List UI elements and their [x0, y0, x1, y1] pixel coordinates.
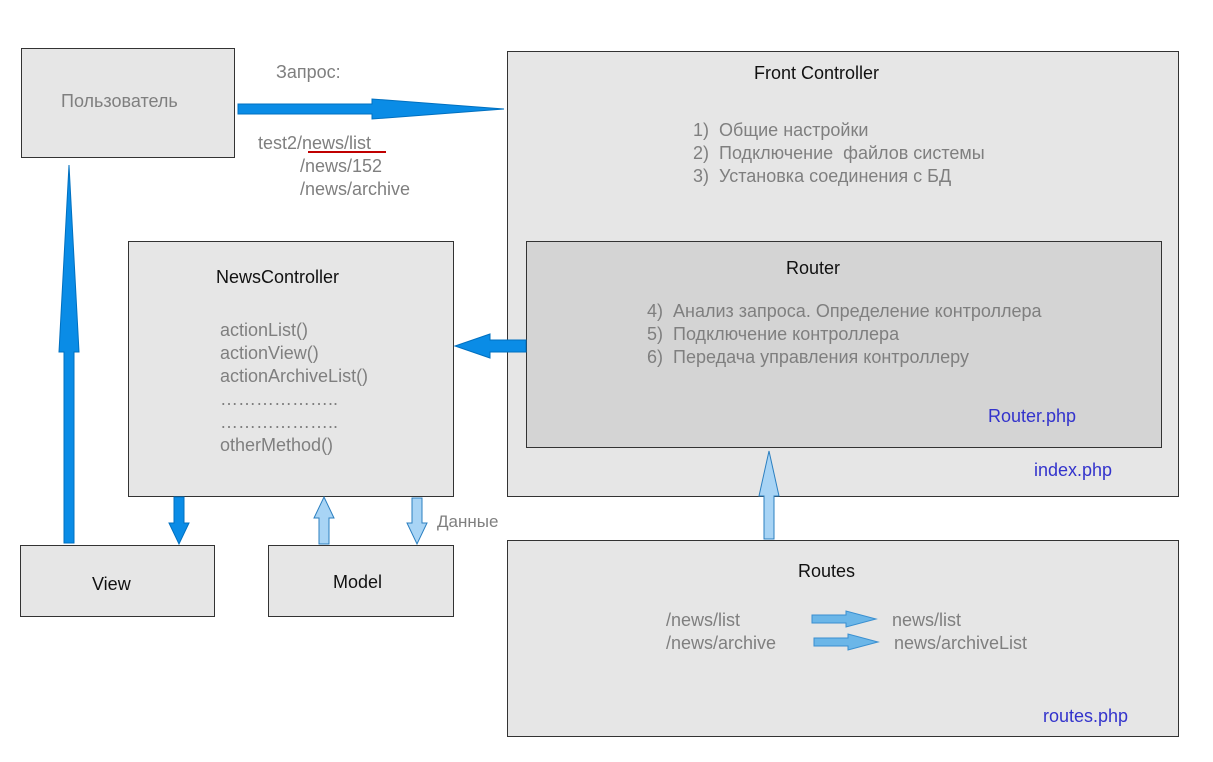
request-label: Запрос:: [276, 62, 341, 82]
front-controller-file: index.php: [1034, 460, 1113, 480]
data-label: Данные: [437, 512, 499, 531]
router-step: 6) Передача управления контроллеру: [647, 347, 969, 367]
request-url: test2/news/list: [258, 132, 371, 155]
routes-title: Routes: [798, 561, 856, 581]
news-controller-title: NewsController: [216, 267, 340, 287]
router-box: [526, 241, 1162, 448]
route-pattern: /news/archive: [666, 633, 777, 653]
model-label: Model: [333, 572, 383, 592]
user-box: [21, 48, 235, 158]
routes-file: routes.php: [1043, 706, 1129, 726]
router-title: Router: [786, 258, 841, 278]
front-controller-step: 1) Общие настройки: [693, 120, 869, 140]
user-label: Пользователь: [61, 91, 178, 111]
controller-method: actionArchiveList(): [220, 366, 369, 386]
router-file: Router.php: [988, 406, 1077, 426]
front-controller-step: 2) Подключение файлов системы: [693, 143, 985, 163]
router-step: 5) Подключение контроллера: [647, 324, 900, 344]
view-label: View: [92, 574, 131, 594]
controller-method: ………………..: [220, 389, 339, 409]
view-box: [20, 545, 215, 617]
controller-method: actionList(): [220, 320, 309, 340]
controller-method: actionView(): [220, 343, 319, 363]
route-pattern: /news/list: [666, 610, 741, 630]
news-controller-box: [128, 241, 454, 497]
router-to-controller-arrow: [453, 333, 527, 359]
router-step: 4) Анализ запроса. Определение контролле…: [647, 301, 1042, 321]
model-box: [268, 545, 454, 617]
request-url-path: news/list: [302, 133, 372, 153]
controller-method: ………………..: [220, 412, 339, 432]
controller-to-model-arrow: [406, 497, 428, 546]
request-example: /news/152: [300, 156, 383, 176]
request-url-prefix: test2/: [258, 133, 303, 153]
route-target: news/list: [892, 610, 962, 630]
request-arrow: [237, 98, 505, 120]
front-controller-step: 3) Установка соединения с БД: [693, 166, 952, 186]
view-to-user-arrow: [58, 164, 80, 544]
model-to-controller-arrow: [313, 495, 335, 545]
routes-to-router-arrow: [758, 450, 780, 540]
request-example: /news/archive: [300, 179, 411, 199]
front-controller-title: Front Controller: [754, 63, 880, 83]
controller-method: otherMethod(): [220, 435, 334, 455]
route-target: news/archiveList: [894, 633, 1028, 653]
route-map-arrow-2: [813, 633, 880, 651]
route-map-arrow-1: [811, 610, 878, 628]
controller-to-view-arrow: [168, 496, 190, 546]
